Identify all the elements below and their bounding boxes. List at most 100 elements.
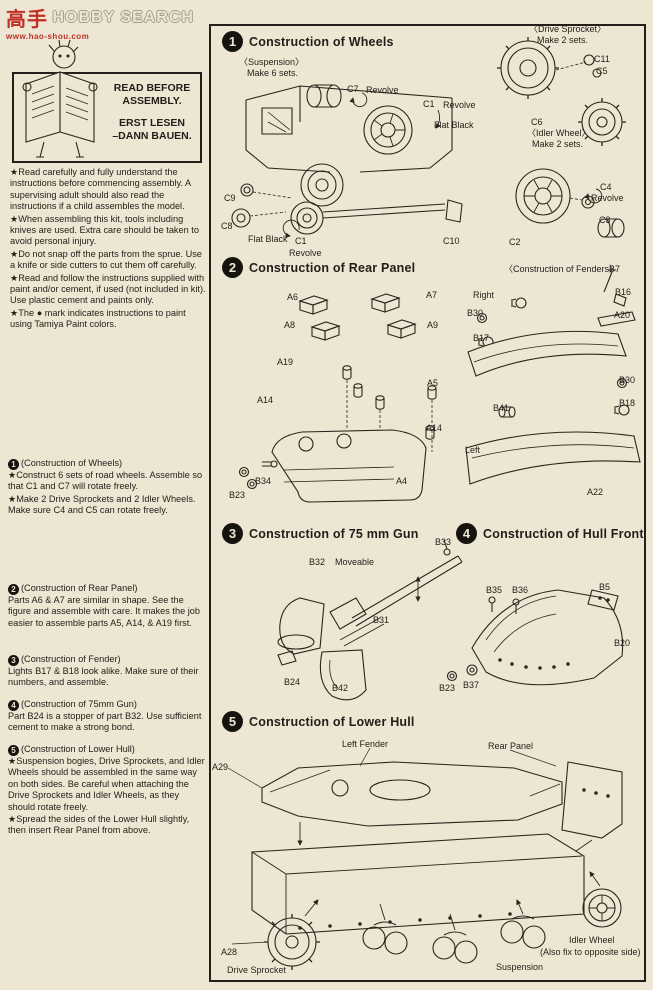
step-1-number-badge: 1 <box>222 31 243 52</box>
step-3-header: 3 Construction of 75 mm Gun <box>222 523 419 544</box>
step-1-header: 1 Construction of Wheels <box>222 31 394 52</box>
step-4-header: 4 Construction of Hull Front <box>456 523 644 544</box>
watermark-url: www.hao-shou.com <box>6 32 90 41</box>
part-label: B24 <box>284 677 301 687</box>
part-label: C5 <box>596 66 608 76</box>
watermark-cn-logo: 高手 <box>6 9 48 31</box>
part-label: 〈Suspension〉 <box>239 57 305 67</box>
part-label: B36 <box>512 585 529 595</box>
part-label: A4 <box>396 476 408 486</box>
note-construction-of-rear-panel: 2(Construction of Rear Panel) Parts A6 &… <box>8 583 207 630</box>
part-label: C2 <box>509 237 521 247</box>
part-label: Revolve <box>443 100 476 110</box>
part-label: C6 <box>531 117 543 127</box>
step-3-number-badge: 3 <box>222 523 243 544</box>
part-label: B42 <box>332 683 349 693</box>
note-body: ★Spread the sides of the Lower Hull slig… <box>8 814 190 836</box>
general-note: ★Do not snap off the parts from the spru… <box>10 248 202 271</box>
step-3-title: Construction of 75 mm Gun <box>249 526 419 541</box>
part-label: C1 <box>423 99 435 109</box>
part-label: Flat Black <box>434 120 474 130</box>
part-label: Right <box>473 290 495 300</box>
part-label: C1 <box>295 236 307 246</box>
note-number-badge: 2 <box>8 584 19 595</box>
part-label: Revolve <box>366 85 399 95</box>
part-label: Left Fender <box>342 739 389 749</box>
read-line-4: –DANN BAUEN. <box>112 130 192 142</box>
read-before-assembly-box: READ BEFORE ASSEMBLY. ERST LESEN –DANN B… <box>12 72 202 163</box>
note-body: Parts A6 & A7 are similar in shape. See … <box>8 595 201 628</box>
note-construction-of-fender: 3(Construction of Fender) Lights B17 & B… <box>8 654 207 690</box>
note-title: (Construction of Wheels) <box>21 458 123 468</box>
part-label: Make 2 sets. <box>532 139 584 149</box>
note-body: Part B24 is a stopper of part B32. Use s… <box>8 711 202 733</box>
general-note: ★The ● mark indicates instructions to pa… <box>10 307 186 330</box>
read-before-assembly-text: READ BEFORE ASSEMBLY. ERST LESEN –DANN B… <box>106 82 198 152</box>
part-label: C9 <box>224 193 236 203</box>
note-number-badge: 1 <box>8 459 19 470</box>
note-title: (Construction of 75mm Gun) <box>21 699 137 709</box>
general-notes: ★Read carefully and fully understand the… <box>10 167 207 332</box>
part-label: C11 <box>594 54 610 64</box>
part-label: B23 <box>439 683 456 693</box>
general-note: ★Read and follow the instructions suppli… <box>10 272 206 306</box>
part-label: A5 <box>427 378 439 388</box>
part-label: C3 <box>599 215 611 225</box>
watermark: 高手 HOBBY SEARCH www.hao-shou.com <box>6 3 194 42</box>
part-label: Rear Panel <box>488 741 534 751</box>
part-label: A9 <box>427 320 439 330</box>
part-label: A14 <box>426 423 443 433</box>
note-number-badge: 5 <box>8 745 19 756</box>
part-label: B33 <box>435 537 452 547</box>
note-body: ★Construct 6 sets of road wheels. Assemb… <box>8 470 203 492</box>
part-label: B7 <box>609 264 621 274</box>
part-label: 〈Construction of Fenders〉 <box>504 264 619 274</box>
part-label: B16 <box>615 287 632 297</box>
step-4-number-badge: 4 <box>456 523 477 544</box>
part-label: B20 <box>614 638 631 648</box>
part-label: B41 <box>493 403 510 413</box>
part-label: Flat Black <box>248 234 288 244</box>
step-2-header: 2 Construction of Rear Panel <box>222 257 415 278</box>
part-label: B17 <box>473 333 490 343</box>
note-body: ★Make 2 Drive Sprockets and 2 Idler Whee… <box>8 493 196 516</box>
part-label: B35 <box>486 585 503 595</box>
part-label: C8 <box>221 221 233 231</box>
diagram-frame <box>209 24 646 982</box>
note-body: Lights B17 & B18 look alike. Make sure o… <box>8 666 199 688</box>
step-4-title: Construction of Hull Front <box>483 526 644 541</box>
note-construction-of-lower-hull: 5(Construction of Lower Hull) ★Suspensio… <box>8 744 207 838</box>
part-label: Idler Wheel <box>569 935 615 945</box>
part-label: Moveable <box>335 557 375 567</box>
part-label: C7 <box>347 84 359 94</box>
part-label: B5 <box>599 582 611 592</box>
note-title: (Construction of Rear Panel) <box>21 583 138 593</box>
step-5-header: 5 Construction of Lower Hull <box>222 711 415 732</box>
watermark-en-logo: HOBBY SEARCH <box>52 8 194 26</box>
part-label: B18 <box>619 398 636 408</box>
step-1-title: Construction of Wheels <box>249 34 394 49</box>
part-label: A20 <box>614 310 631 320</box>
step-5-number-badge: 5 <box>222 711 243 732</box>
part-label: B31 <box>373 615 390 625</box>
part-label: 〈Idler Wheel〉 <box>527 128 591 138</box>
note-title: (Construction of Fender) <box>21 654 121 664</box>
note-number-badge: 4 <box>8 700 19 711</box>
note-body: ★Suspension bogies, Drive Sprockets, and… <box>8 756 205 812</box>
part-label: Left <box>465 445 481 455</box>
part-label: A22 <box>587 487 604 497</box>
part-label: Drive Sprocket <box>227 965 287 975</box>
part-label: A19 <box>277 357 294 367</box>
part-label: Make 2 sets. <box>537 35 589 45</box>
read-line-3: ERST LESEN <box>119 117 185 129</box>
step-2-title: Construction of Rear Panel <box>249 260 416 275</box>
step-2-number-badge: 2 <box>222 257 243 278</box>
note-title: (Construction of Lower Hull) <box>21 744 135 754</box>
step-5-title: Construction of Lower Hull <box>249 714 415 729</box>
note-construction-of-75mm-gun: 4(Construction of 75mm Gun) Part B24 is … <box>8 699 207 735</box>
reading-person-icon <box>22 40 98 158</box>
part-label: A14 <box>257 395 274 405</box>
part-label: 〈Drive Sprocket〉 <box>529 24 607 34</box>
